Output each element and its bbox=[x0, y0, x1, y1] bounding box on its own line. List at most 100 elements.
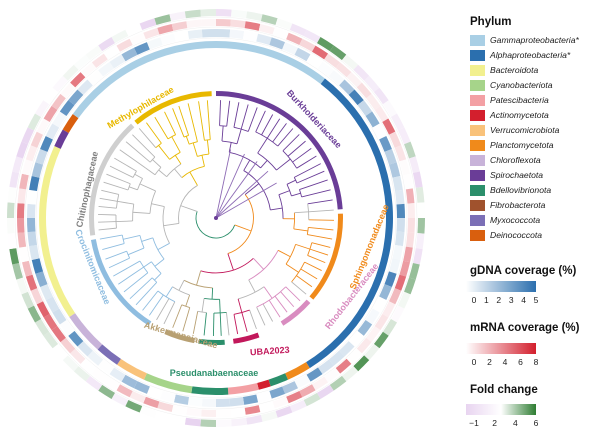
fold-ring-cell bbox=[98, 384, 115, 399]
phylum-label: Spirochaetota bbox=[490, 170, 544, 180]
tree-branch bbox=[197, 153, 209, 157]
phylum-label: Myxococcota bbox=[490, 215, 541, 225]
fold-ring-cell bbox=[275, 18, 293, 30]
mrna-ring-cell bbox=[91, 53, 108, 68]
gdna-ring-cell bbox=[216, 29, 231, 38]
phylum-ring-segment bbox=[62, 113, 79, 133]
tree-branch bbox=[172, 286, 190, 296]
family-label-methylophilaceae: Methylophilaceae bbox=[106, 84, 176, 130]
tree-branch bbox=[212, 313, 215, 336]
mrna-ring-cell bbox=[299, 38, 316, 52]
fold-ring-cell bbox=[317, 384, 334, 399]
gdna-ring-cell bbox=[388, 258, 401, 274]
tick-label: 8 bbox=[533, 357, 539, 367]
gdna-ring-cell bbox=[396, 203, 405, 218]
mrna-ring-cell bbox=[103, 45, 120, 60]
tree-branch bbox=[148, 294, 164, 316]
tree-branch bbox=[202, 130, 205, 141]
fold-ring-cell bbox=[216, 9, 232, 17]
tick-label: 2 bbox=[496, 295, 502, 305]
fold-ring-cell bbox=[373, 87, 389, 105]
tree-branch bbox=[195, 211, 236, 239]
phylum-legend-item: Patescibacteria bbox=[470, 94, 549, 106]
fold-ring-cell bbox=[154, 14, 172, 25]
fold-ring-cell bbox=[27, 113, 42, 131]
phylum-legend-item: Gammaproteobacteria* bbox=[470, 34, 579, 46]
phylum-swatch bbox=[470, 49, 485, 61]
phylum-swatch bbox=[470, 34, 485, 46]
gdna-color-bar bbox=[466, 281, 536, 292]
tree-branch bbox=[219, 312, 222, 336]
tree-branch bbox=[285, 263, 299, 273]
mrna-ring-cell bbox=[129, 32, 146, 46]
gdna-ring-cell bbox=[68, 89, 84, 106]
tree-branch bbox=[304, 261, 322, 271]
tree-branch bbox=[256, 306, 266, 326]
tree-branch bbox=[162, 206, 170, 244]
gdna-ring-cell bbox=[339, 341, 355, 357]
phylum-label: Bdellovibrionota bbox=[490, 185, 552, 195]
tree-branch bbox=[308, 226, 334, 231]
tree-branch bbox=[278, 190, 290, 196]
gdna-ring-cell bbox=[282, 381, 299, 394]
tree-branch bbox=[278, 194, 284, 219]
tree-branch bbox=[169, 151, 181, 160]
fold-ring-cell bbox=[62, 64, 79, 81]
gdna-ring-cell bbox=[77, 79, 93, 95]
mrna-ring-cell bbox=[366, 93, 381, 110]
fold-ring-cell bbox=[73, 366, 91, 382]
legend-panel: Phylum Gammaproteobacteria*Alphaproteoba… bbox=[462, 0, 600, 436]
phylum-legend-item: Fibrobacterota bbox=[470, 199, 545, 211]
fold-ring-cell bbox=[12, 156, 23, 174]
mrna-ring-cell bbox=[286, 32, 303, 46]
gdna-ring-cell bbox=[52, 308, 67, 325]
fold-legend-title: Fold change bbox=[470, 384, 538, 396]
phylum-ring-segment bbox=[97, 344, 121, 365]
mrna-ring-cell bbox=[382, 118, 396, 135]
phylum-ring-segment bbox=[285, 362, 310, 380]
tree-branch bbox=[307, 242, 313, 256]
tree-branch bbox=[215, 182, 277, 219]
ring-outline bbox=[14, 16, 418, 420]
fold-ring-cell bbox=[415, 233, 425, 250]
gdna-ring-cell bbox=[121, 47, 138, 62]
tree-branch bbox=[293, 228, 308, 232]
fold-ring-cell bbox=[43, 331, 59, 349]
mrna-ring-cell bbox=[17, 188, 27, 204]
clade-arc bbox=[232, 332, 260, 344]
tree-branch bbox=[226, 312, 230, 336]
tree-branch bbox=[233, 309, 250, 315]
mrna-ring-cell bbox=[36, 118, 50, 135]
tree-branch bbox=[134, 173, 143, 179]
mrna-ring-cell bbox=[394, 145, 407, 162]
gdna-ring-cell bbox=[394, 189, 405, 205]
gdna-ring-cell bbox=[40, 284, 53, 301]
mrna-ring-cell bbox=[258, 401, 275, 413]
clade-arc bbox=[134, 91, 212, 125]
tree-branch bbox=[270, 207, 283, 211]
tree-branch bbox=[127, 247, 145, 256]
phylum-swatch bbox=[470, 169, 485, 181]
fold-ring-cell bbox=[409, 156, 420, 174]
phylum-swatch bbox=[470, 79, 485, 91]
tree-branch bbox=[201, 155, 205, 167]
tick-label: 4 bbox=[512, 418, 518, 428]
tree-branch bbox=[108, 257, 130, 269]
fold-ring-cell bbox=[260, 411, 278, 422]
fold-ring-cell bbox=[16, 277, 28, 295]
mrna-ring-cell bbox=[324, 53, 341, 68]
phylum-legend-item: Deinococcota bbox=[470, 229, 542, 241]
fold-ring-cell bbox=[341, 54, 359, 70]
phylum-swatch bbox=[470, 154, 485, 166]
fold-ring-cell bbox=[125, 23, 143, 37]
tree-branch bbox=[261, 114, 274, 136]
mrna-ring-cell bbox=[335, 62, 352, 78]
gdna-ring-cell bbox=[173, 394, 190, 405]
mrna-ring-cell bbox=[407, 218, 415, 233]
phylum-ring-segment bbox=[117, 358, 147, 380]
family-label-uba2023: UBA2023 bbox=[250, 345, 290, 358]
phylum-ring-segment bbox=[268, 373, 288, 387]
tree-branch bbox=[115, 220, 133, 223]
tree-branch bbox=[277, 128, 294, 147]
